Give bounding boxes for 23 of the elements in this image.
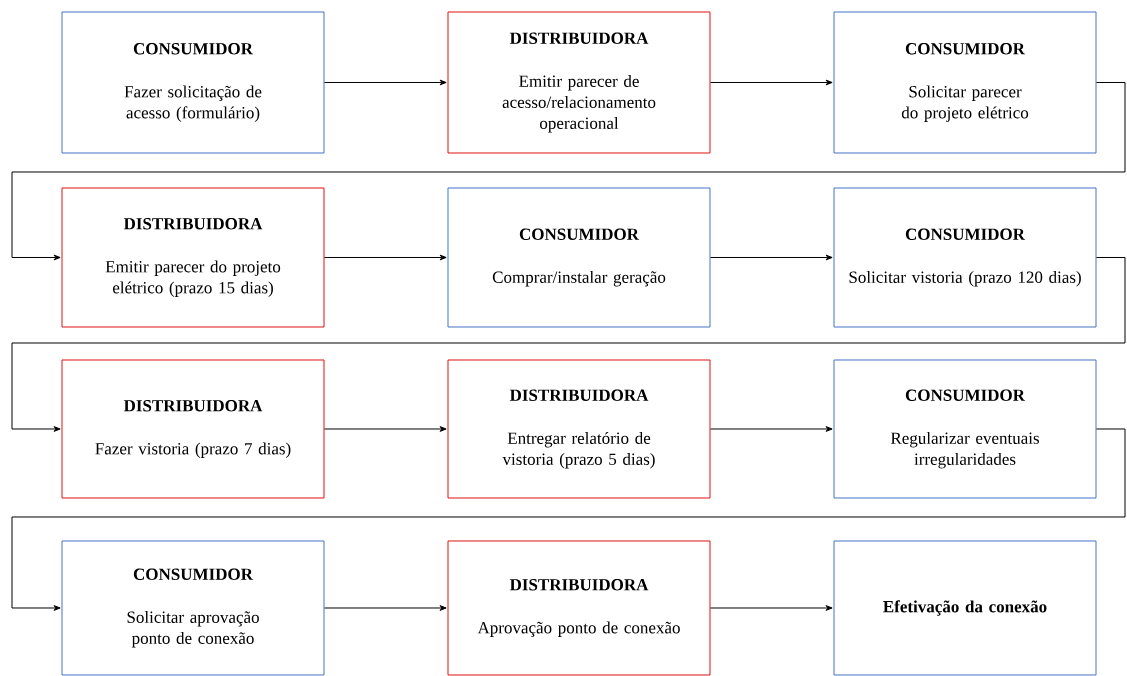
arrow (324, 605, 447, 611)
process-box: CONSUMIDOR Solicitar parecer do projeto elétrico (833, 11, 1097, 154)
arrow (324, 426, 447, 432)
process-box: CONSUMIDOR Solicitar vistoria (prazo 120 dias) (833, 187, 1097, 328)
arrow (11, 82, 1126, 261)
process-box: DISTRIBUIDORA Fazer vistoria (prazo 7 dias) (61, 359, 325, 499)
process-box: CONSUMIDOR Comprar/instalar geração (447, 187, 711, 328)
arrow (710, 254, 833, 261)
process-box: CONSUMIDOR Solicitar aprovação ponto de conexão (61, 540, 325, 676)
arrow (324, 254, 447, 261)
process-box: CONSUMIDOR Fazer solicitação de acesso (formulário) (61, 11, 325, 154)
arrow (710, 79, 833, 86)
arrow (710, 426, 833, 432)
process-box: DISTRIBUIDORA Emitir parecer do projeto elétrico (prazo 15 dias) (61, 187, 325, 328)
process-box: Efetivação da conexão (833, 540, 1097, 676)
arrow (11, 257, 1126, 432)
arrow (324, 79, 447, 86)
process-box: DISTRIBUIDORA Entregar relatório de vistoria (prazo 5 dias) (447, 359, 711, 499)
process-box: CONSUMIDOR Regularizar eventuais irregularidades (833, 359, 1097, 499)
arrow (710, 605, 833, 611)
process-box: DISTRIBUIDORA Aprovação ponto de conexão (447, 540, 711, 676)
arrow (11, 428, 1126, 611)
process-box: DISTRIBUIDORA Emitir parecer de acesso/relacionamento operacional (447, 11, 711, 154)
